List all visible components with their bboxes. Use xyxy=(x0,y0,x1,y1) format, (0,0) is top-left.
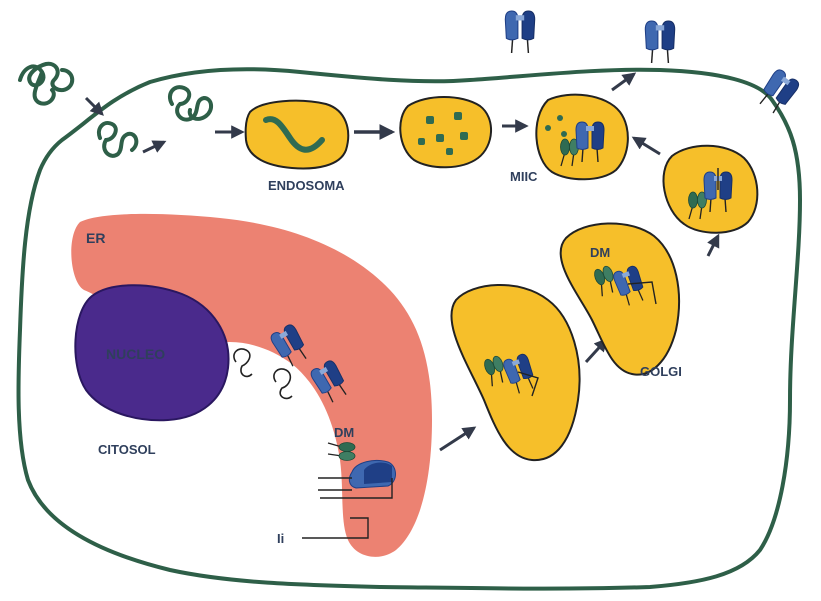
label-nucleo: NUCLEO xyxy=(106,346,165,362)
label-dm-er: DM xyxy=(334,425,354,440)
mhc-ii-surface-icon xyxy=(645,21,674,63)
label-golgi: GOLGI xyxy=(640,364,682,379)
peptide-vesicle xyxy=(400,97,491,167)
label-citosol: CITOSOL xyxy=(98,442,156,457)
arrow-uptake-1 xyxy=(86,98,102,114)
label-miic: MIIC xyxy=(510,169,538,184)
endosome xyxy=(246,101,349,169)
label-er: ER xyxy=(86,230,105,246)
mhc-ii-surface-icon xyxy=(505,11,534,53)
label-dm-golgi: DM xyxy=(590,245,610,260)
label-ii: Ii xyxy=(277,531,284,546)
label-endosoma: ENDOSOMA xyxy=(268,178,345,193)
antigen-squiggle-outside xyxy=(20,64,72,104)
